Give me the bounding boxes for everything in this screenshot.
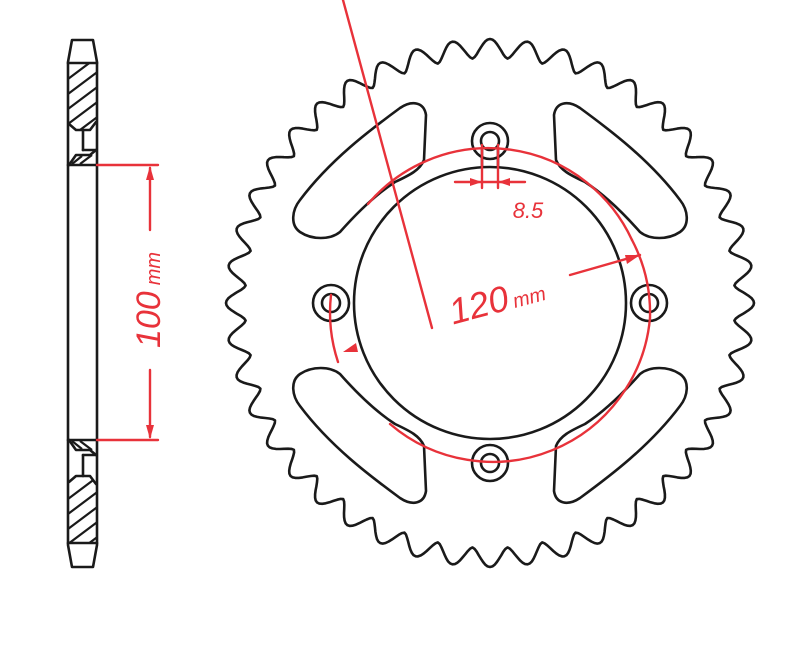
cutout-bottom-right bbox=[552, 366, 689, 505]
center-bore-circle bbox=[352, 165, 628, 441]
dimension-100mm: 100mm bbox=[95, 163, 168, 442]
bolt-circle-arc-right bbox=[630, 238, 652, 320]
hatch-bottom bbox=[69, 476, 96, 542]
sprocket-front-view: 120mm 8.5 bbox=[224, 0, 756, 569]
bolt-hole-top bbox=[470, 121, 510, 161]
cutout-top-right bbox=[552, 101, 689, 240]
side-profile-outline bbox=[66, 38, 99, 569]
bolt-circle-arc-left bbox=[328, 293, 340, 364]
dimension-label-8-5: 8.5 bbox=[513, 198, 544, 223]
sprocket-teeth-outline bbox=[224, 37, 756, 569]
arrow-left-icon bbox=[343, 343, 358, 352]
hatch-bevel-bottom-2 bbox=[79, 440, 93, 451]
arrow-right-icon bbox=[470, 178, 482, 186]
hub-bevel-bottom bbox=[67, 438, 98, 457]
bolt-circle-arc-bottom bbox=[388, 316, 652, 464]
hatch-bevel-top-1 bbox=[71, 155, 83, 165]
side-profile-view: 100mm bbox=[66, 38, 168, 569]
dimension-label-100mm: 100mm bbox=[130, 252, 168, 348]
cutout-bottom-left bbox=[291, 366, 428, 505]
hatch-bevel-top-2 bbox=[79, 154, 93, 165]
dimension-120mm: 120mm bbox=[328, 0, 652, 464]
dimension-8-5: 8.5 bbox=[453, 143, 544, 223]
hub-bevel-top bbox=[67, 148, 98, 167]
dimension-line-left bbox=[341, 0, 434, 330]
arrow-up-icon bbox=[146, 166, 154, 180]
arrow-right-icon bbox=[625, 255, 640, 264]
arrow-left-icon bbox=[498, 178, 510, 186]
dimension-label-120mm: 120mm bbox=[444, 268, 549, 333]
hatch-bevel-bottom-1 bbox=[71, 440, 83, 450]
bolt-circle-arc-top bbox=[366, 147, 634, 242]
hatch-top bbox=[69, 64, 96, 130]
arrow-down-icon bbox=[146, 425, 154, 439]
cutout-top-left bbox=[291, 101, 428, 240]
